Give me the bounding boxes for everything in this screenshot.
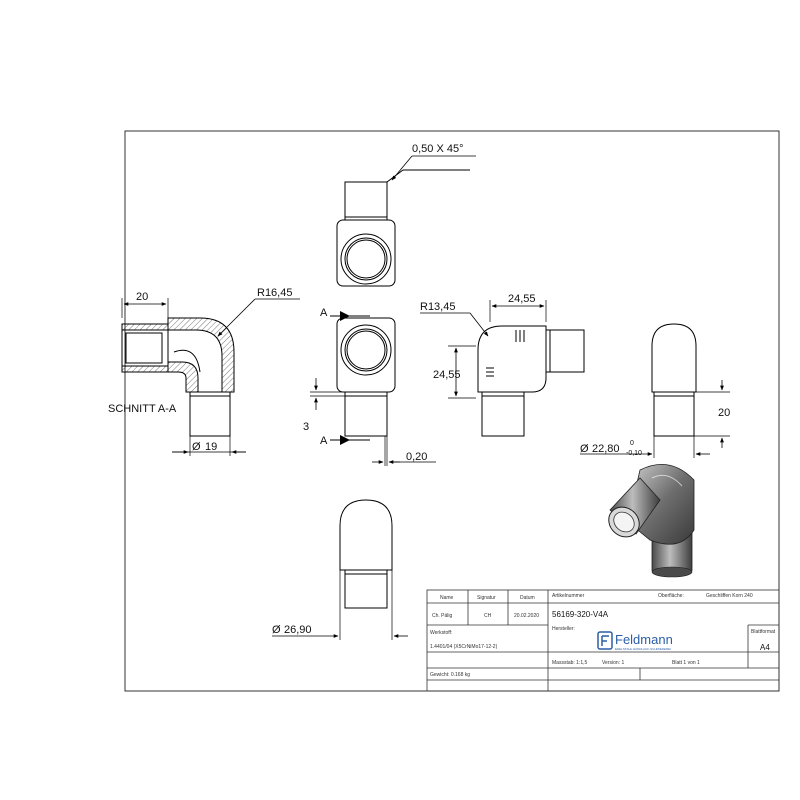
section-marker-top: A [320,307,328,319]
tb-werkstoff-value: 1.4401/04 (X5CrNiMo17-12-2) [430,644,498,650]
right-view [651,323,697,437]
side-view [477,325,585,437]
top-view [336,169,470,287]
section-diameter-19: 19 [205,441,217,453]
diameter-symbol-2280: Ø [580,443,589,455]
tb-massstab: Massstab: 1:1,5 [552,660,588,666]
right-diameter: 22,80 [592,443,620,455]
isometric-view [608,463,695,578]
side-radius: R13,45 [420,301,455,313]
section-marker-bottom: A [320,435,328,447]
tb-drawn-name: Ch. Pälig [432,613,453,619]
tb-blattformat-label: Blattformat [751,629,776,635]
tb-article-label: Artikelnummer [552,593,585,599]
side-length-vertical: 24,55 [433,369,461,381]
tb-werkstoff-label: Werkstoff: [430,630,452,636]
bottom-view [339,499,393,609]
front-view [336,317,396,437]
tb-col-name: Name [440,595,454,601]
section-title: SCHNITT A-A [108,403,177,415]
tb-drawn-date: 20.02.2020 [514,613,539,619]
tb-drawn-signature: CH [484,613,492,619]
right-length-20: 20 [718,407,730,419]
brand-tagline: EDELSTAHL HANDLAUF-SCHMIEDEREI [615,647,671,651]
brand-name: Feldmann [615,632,673,647]
title-block [426,589,780,692]
feldmann-logo: Feldmann EDELSTAHL HANDLAUF-SCHMIEDEREI [597,631,673,651]
section-radius: R16,45 [257,287,292,299]
dimension-3: 3 [303,421,309,433]
tb-surface-label: Oberfläche: [658,593,684,599]
diameter-symbol-2690: Ø [272,624,281,636]
chamfer-dimension: 0,50 X 45° [412,143,464,155]
bottom-diameter: 26,90 [284,624,312,636]
tb-surface-value: Geschliffen Korn 240 [706,593,753,599]
tb-article-number: 56169-320-V4A [552,610,609,619]
tb-col-signatur: Signatur [477,595,496,601]
tb-col-datum: Datum [520,595,535,601]
tb-version: Version: 1 [602,660,624,666]
section-length-20: 20 [136,291,148,303]
diameter-symbol-19: Ø [192,441,201,453]
tb-hersteller-label: Hersteller: [552,626,575,632]
side-length-horizontal: 24,55 [508,293,536,305]
tolerance-lower: -0,10 [626,450,642,457]
dimension-0-20: 0,20 [406,451,427,463]
tb-blatt: Blatt 1 von 1 [672,660,700,666]
tb-blattformat-value: A4 [760,643,770,652]
section-view [121,317,235,437]
tb-weight: Gewicht: 0.168 kg [430,672,470,678]
tolerance-upper: 0 [630,440,634,447]
